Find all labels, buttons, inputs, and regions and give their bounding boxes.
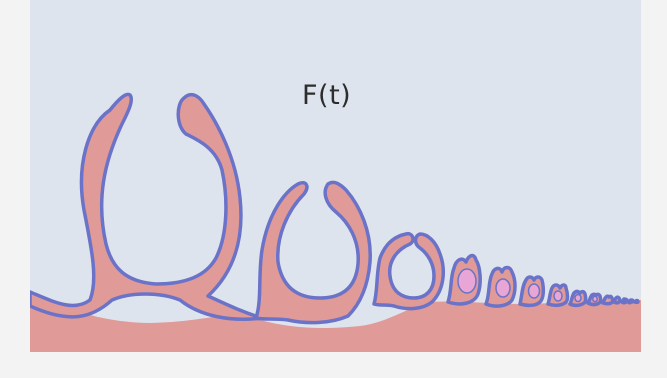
pod-8 [612, 295, 622, 305]
ground-base [30, 292, 641, 352]
pod-4 [546, 283, 570, 308]
pod-9 [620, 297, 629, 305]
medium-cup [254, 180, 372, 325]
pod-3 [518, 275, 546, 308]
pod-1 [446, 253, 482, 306]
figure-label: F(t) [302, 80, 352, 111]
pod-10 [627, 298, 635, 305]
pod-6 [586, 292, 603, 307]
figure-panel: F(t) [30, 0, 641, 352]
pod-2 [484, 265, 517, 308]
pod-5 [568, 289, 588, 308]
pod-11 [633, 298, 640, 305]
fractal-diagram [30, 92, 641, 352]
large-cup [30, 92, 264, 321]
small-cup [372, 231, 446, 311]
pod-7 [601, 294, 615, 306]
